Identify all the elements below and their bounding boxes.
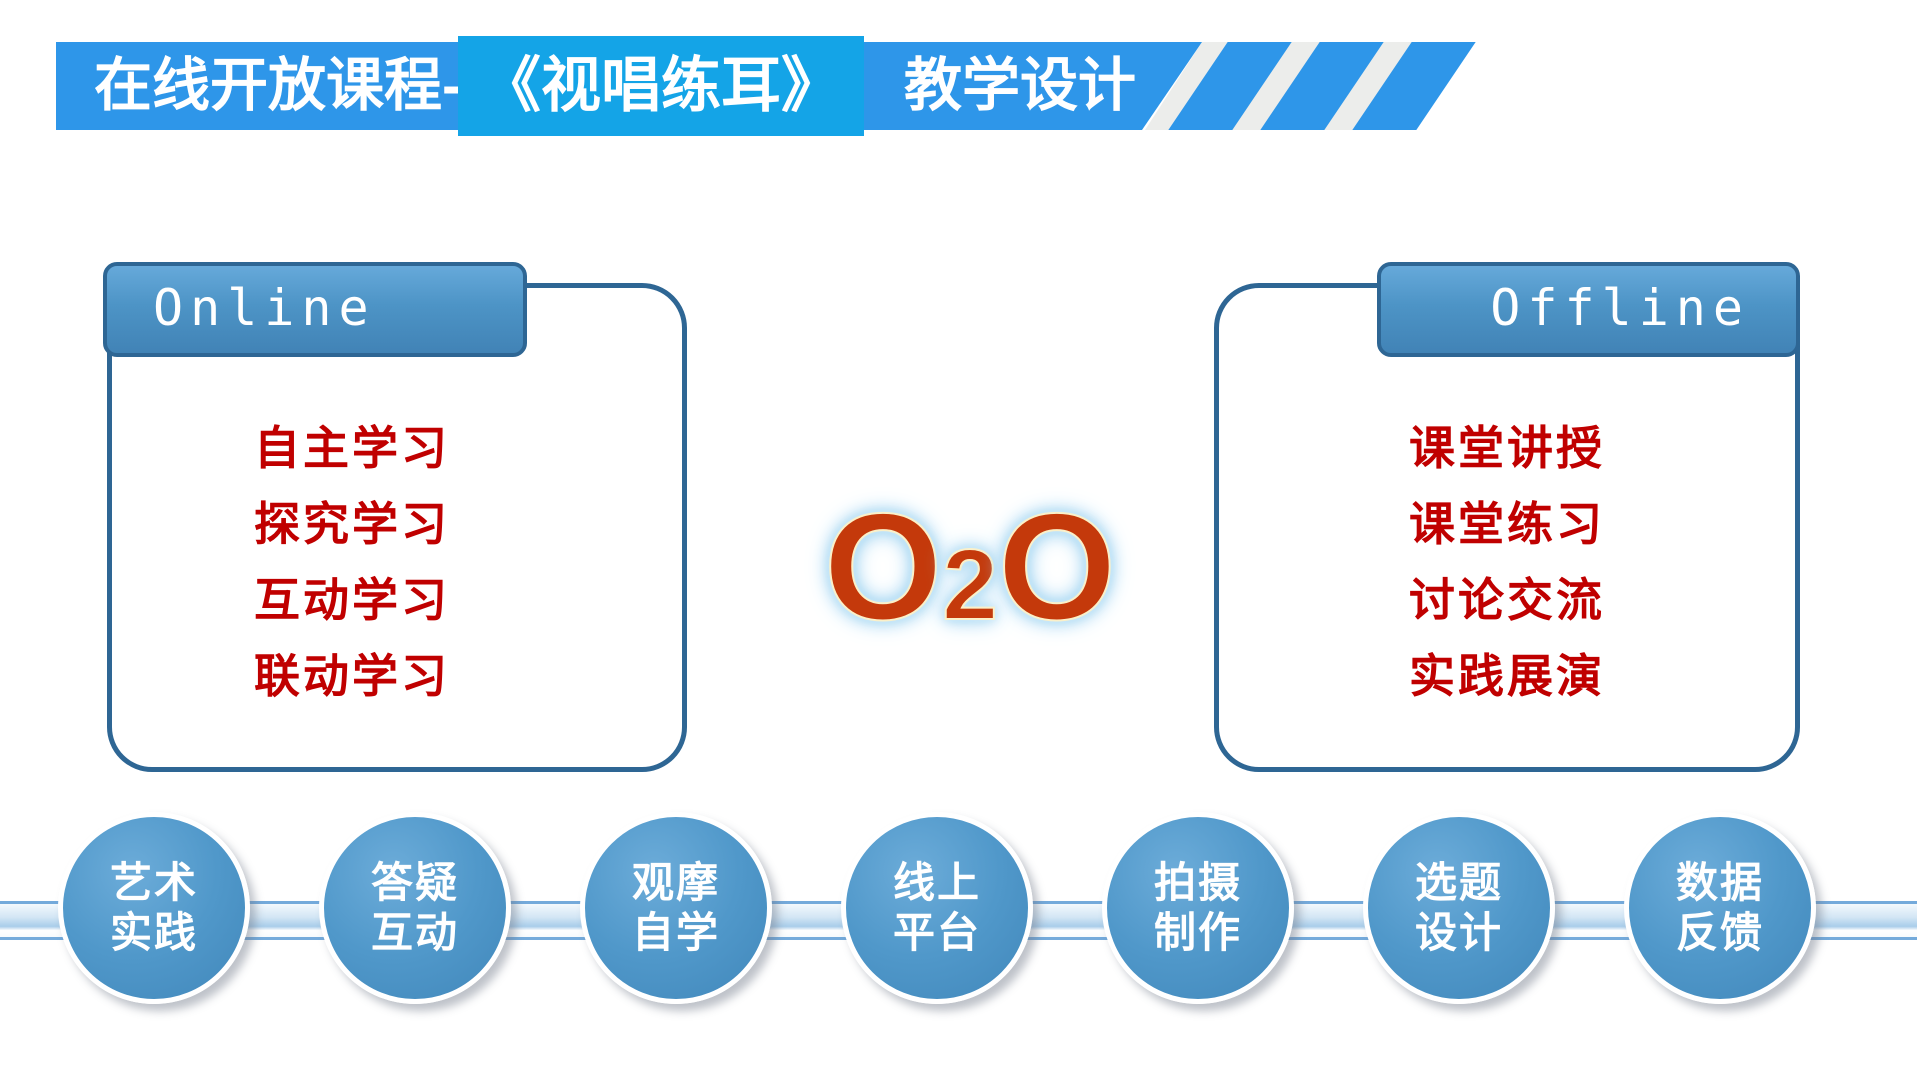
step-label-line: 自学 [631,909,720,956]
step-label-line: 观摩 [631,859,720,906]
online-tab: Online [103,262,527,357]
o2o-digit: 2 [941,528,999,642]
o2o-badge: O2O [780,486,1160,648]
step-label-line: 数据 [1675,859,1764,906]
step-label-line: 艺术 [109,859,198,906]
process-step-circle-4: 线上 平台 [841,812,1033,1004]
process-step-circle-6: 选题 设计 [1363,812,1555,1004]
offline-tab: Offline [1377,262,1800,357]
step-label-line: 选题 [1414,859,1503,906]
process-step-circle-1: 艺术 实践 [58,812,250,1004]
offline-item-3: 讨论交流 [1409,574,1605,626]
step-label-line: 答疑 [370,859,459,906]
process-step-circle-7: 数据 反馈 [1624,812,1816,1004]
online-item-1: 自主学习 [254,422,450,474]
step-label-line: 平台 [892,909,981,956]
title-prefix: 在线开放课程- [56,42,461,130]
process-step-circle-3: 观摩 自学 [580,812,772,1004]
step-label-line: 拍摄 [1153,859,1242,906]
online-item-4: 联动学习 [254,650,450,702]
title-suffix: 教学设计 [864,42,1202,130]
offline-item-list: 课堂讲授 课堂练习 讨论交流 实践展演 [1214,421,1800,703]
step-label-line: 互动 [370,909,459,956]
step-label-line: 实践 [109,909,198,956]
process-step-circle-5: 拍摄 制作 [1102,812,1294,1004]
step-label-line: 反馈 [1675,909,1764,956]
online-item-3: 互动学习 [254,574,450,626]
offline-box [1214,283,1800,772]
offline-item-4: 实践展演 [1409,650,1605,702]
title-course-highlight: 《视唱练耳》 [458,36,864,136]
o2o-letter-right: O [997,482,1117,652]
step-label-line: 线上 [892,859,981,906]
online-item-2: 探究学习 [254,498,450,550]
process-step-circle-2: 答疑 互动 [319,812,511,1004]
offline-item-1: 课堂讲授 [1409,422,1605,474]
offline-item-2: 课堂练习 [1409,498,1605,550]
online-box [107,283,687,772]
o2o-letter-left: O [823,482,943,652]
step-label-line: 制作 [1153,909,1242,956]
online-item-list: 自主学习 探究学习 互动学习 联动学习 [62,421,642,703]
step-label-line: 设计 [1414,909,1503,956]
